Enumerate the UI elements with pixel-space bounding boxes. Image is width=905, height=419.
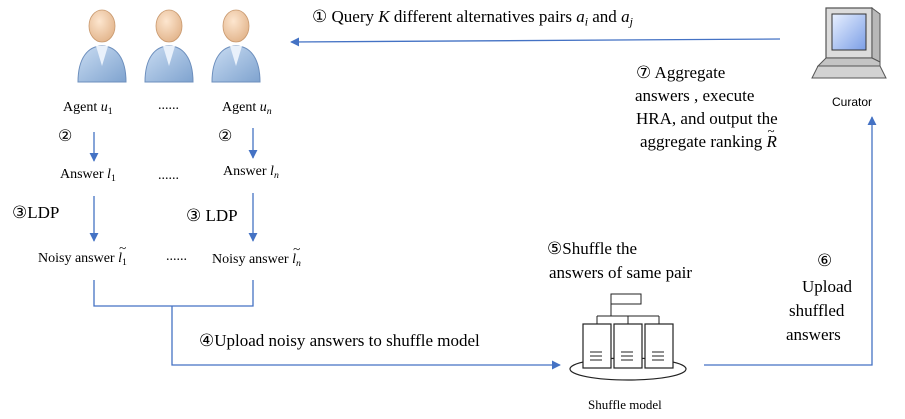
agent-1-person-icon bbox=[77, 9, 127, 83]
shuffle-model-label: Shuffle model bbox=[588, 397, 662, 412]
curator-label: Curator bbox=[832, 95, 873, 109]
noisy-answer-1-label: Noisy answer l1 bbox=[38, 239, 127, 268]
step5-shuffle-line2: answers of same pair bbox=[549, 263, 693, 282]
step3-right-ldp-label: ③ LDP bbox=[186, 206, 238, 225]
agent-n-person-icon bbox=[211, 9, 261, 83]
noisy-answer-n-label: Noisy answer ln bbox=[212, 240, 301, 269]
step5-shuffle-line1: ⑤Shuffle the bbox=[547, 239, 637, 258]
agent-middle-person-icon bbox=[144, 9, 194, 83]
noisy-answer-ellipsis: ...... bbox=[166, 249, 187, 264]
step6-line1: Upload bbox=[801, 277, 853, 296]
step2-right-label: ② bbox=[218, 128, 233, 145]
upload-to-shuffle-arrow bbox=[171, 306, 561, 370]
agent-ellipsis: ...... bbox=[158, 98, 179, 113]
answer-1-label: Answer l1 bbox=[60, 167, 116, 184]
step7-line3: HRA, and output the bbox=[636, 109, 778, 128]
step3-left-ldp-label: ③LDP bbox=[12, 203, 60, 222]
query-arrow bbox=[290, 37, 781, 47]
step7-line2: answers , execute bbox=[635, 86, 755, 105]
step6-line3: answers bbox=[786, 325, 841, 344]
upload-connector-line bbox=[93, 280, 254, 307]
step7-line4: aggregate ranking R bbox=[640, 120, 777, 153]
step7-line1: ⑦ Aggregate bbox=[636, 63, 726, 82]
step4-upload-noisy-label: ④Upload noisy answers to shuffle model bbox=[199, 331, 480, 350]
curator-computer-icon bbox=[811, 7, 887, 79]
step6-number: ⑥ bbox=[817, 251, 833, 270]
shuffle-model-server-icon bbox=[569, 293, 687, 381]
answer-n-label: Answer ln bbox=[223, 164, 279, 181]
step2-left-label: ② bbox=[58, 128, 73, 145]
agent-1-label: Agent u1 bbox=[63, 100, 113, 117]
answer-ellipsis: ...... bbox=[158, 168, 179, 183]
shuffle-to-curator-arrow bbox=[704, 116, 877, 366]
agent-n-label: Agent un bbox=[222, 100, 272, 117]
step6-line2: shuffled bbox=[789, 301, 845, 320]
step1-query-label: ① Query K different alternatives pairs a… bbox=[312, 7, 633, 29]
